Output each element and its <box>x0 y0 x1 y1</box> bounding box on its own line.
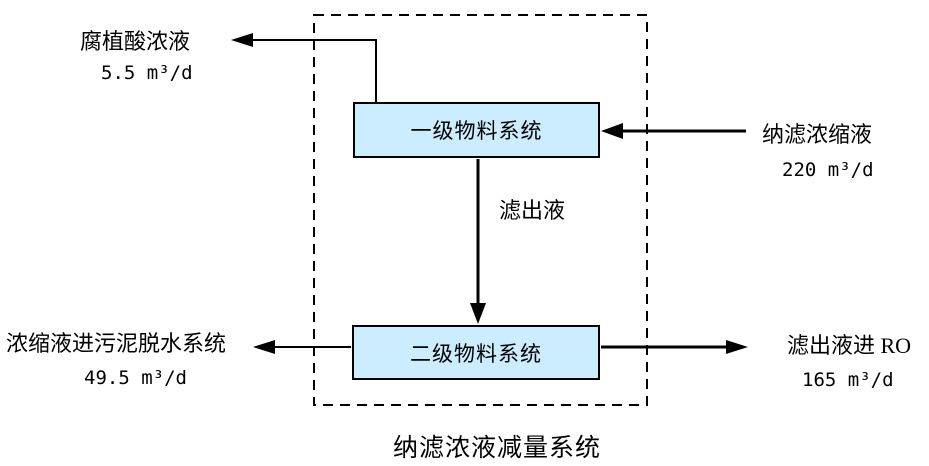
secondary-material-system-label: 二级物料系统 <box>410 341 542 366</box>
filtrate-down-arrow <box>470 159 486 324</box>
nf-concentrate-flow-value: 220 m³/d <box>782 159 874 181</box>
system-boundary-dashed-box <box>313 14 648 406</box>
primary-material-system-box: 一级物料系统 <box>353 102 600 158</box>
primary-material-system-label: 一级物料系统 <box>410 119 543 143</box>
nf-concentrate-label: 纳滤浓缩液 <box>762 122 873 147</box>
sludge-dewatering-flow-value: 49.5 m³/d <box>84 367 187 389</box>
secondary-material-system-box: 二级物料系统 <box>352 325 600 380</box>
ro-outflow-arrow <box>601 340 748 354</box>
filtrate-label: 滤出液 <box>499 198 566 223</box>
ro-flow-value: 165 m³/d <box>802 369 894 391</box>
humic-acid-outflow-arrow <box>231 33 377 103</box>
humic-acid-label: 腐植酸浓液 <box>80 29 191 54</box>
ro-label: 滤出液进 RO <box>787 333 912 358</box>
sludge-dewatering-label: 浓缩液进污泥脱水系统 <box>6 331 227 356</box>
nf-concentrate-inflow-arrow <box>601 123 746 139</box>
diagram-caption: 纳滤浓液减量系统 <box>392 435 601 462</box>
humic-acid-flow-value: 5.5 m³/d <box>101 62 193 84</box>
sludge-dewatering-outflow-arrow <box>253 340 351 354</box>
